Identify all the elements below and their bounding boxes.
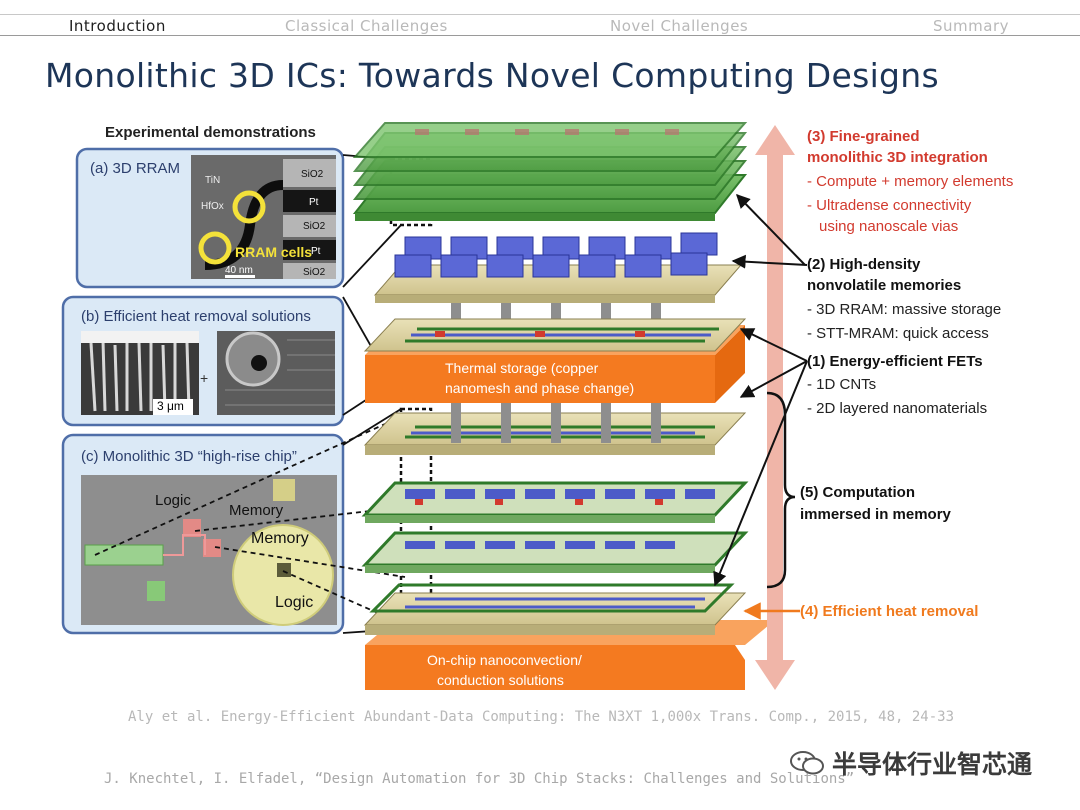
citation-knechtel: J. Knechtel, I. Elfadel, “Design Automat… xyxy=(104,771,855,787)
nav-item-introduction[interactable]: Introduction xyxy=(69,17,166,35)
panel-c-logic-2: Logic xyxy=(275,594,313,611)
nav-top-rule xyxy=(0,14,1080,15)
ann-1-title: (1) Energy-efficient FETs xyxy=(807,353,983,370)
annotations: (3) Fine-grained monolithic 3D integrati… xyxy=(800,128,1013,620)
nav-item-classical-challenges[interactable]: Classical Challenges xyxy=(285,17,448,35)
ann-2-title-2: nonvolatile memories xyxy=(807,277,961,294)
panel-a-3d-rram: (a) 3D RRAM TiN HfOx SiO2 Pt SiO2 Pt SiO… xyxy=(75,147,345,289)
vertical-double-arrow xyxy=(755,125,795,690)
citation-aly: Aly et al. Energy-Efficient Abundant-Dat… xyxy=(128,709,955,725)
nav-bottom-rule xyxy=(0,35,1080,36)
ann-2-item-1: - 3D RRAM: massive storage xyxy=(807,301,1001,318)
watermark-text: 半导体行业智芯通 xyxy=(832,750,1033,779)
panel-c-logic-1: Logic xyxy=(155,492,191,509)
label-pt-1: Pt xyxy=(309,197,319,208)
annotation-arrows xyxy=(713,193,808,587)
label-sio2-3: SiO2 xyxy=(303,267,326,278)
thermal-storage-line-1: Thermal storage (copper xyxy=(445,360,599,376)
rram-cell-ring-2 xyxy=(198,231,232,265)
ann-2-title-1: (2) High-density xyxy=(807,256,921,273)
ann-2-item-2: - STT-MRAM: quick access xyxy=(807,325,989,342)
ann-5-title-1: (5) Computation xyxy=(800,484,915,501)
thermal-storage-line-2: nanomesh and phase change) xyxy=(445,380,634,396)
ann-5-title-2: immersed in memory xyxy=(800,506,952,523)
label-tin: TiN xyxy=(205,175,220,186)
n3xt-figure: Experimental demonstrations (a) 3D RRAM … xyxy=(61,122,1013,690)
ann-1-item-1: - 1D CNTs xyxy=(807,376,876,393)
panel-b-title: (b) Efficient heat removal solutions xyxy=(81,308,311,325)
ann-3-item-1: - Compute + memory elements xyxy=(807,173,1013,190)
ann-3-item-3: using nanoscale vias xyxy=(819,218,958,235)
bottom-slab-line-1: On-chip nanoconvection/ xyxy=(427,652,582,668)
label-sio2-1: SiO2 xyxy=(301,169,324,180)
chip-stack: On-chip nanoconvection/ conduction solut… xyxy=(352,122,775,690)
label-pt-2: Pt xyxy=(311,246,321,257)
ann-3-item-2: - Ultradense connectivity xyxy=(807,197,972,214)
slide-title: Monolithic 3D ICs: Towards Novel Computi… xyxy=(45,56,939,95)
label-hfox: HfOx xyxy=(201,201,224,212)
ann-4-title: (4) Efficient heat removal xyxy=(800,603,978,620)
ann-3-title-2: monolithic 3D integration xyxy=(807,149,988,166)
watermark: 半导体行业智芯通 xyxy=(790,745,1032,781)
rram-scale-label: 40 nm xyxy=(225,265,253,276)
heat-scale-label: 3 μm xyxy=(157,399,184,413)
ann-3-title-1: (3) Fine-grained xyxy=(807,128,920,145)
panel-c-high-rise-chip: (c) Monolithic 3D “high-rise chip” Logic… xyxy=(61,433,345,635)
panel-b-heat-removal: (b) Efficient heat removal solutions 3 μ… xyxy=(61,295,345,427)
ann-1-item-2: - 2D layered nanomaterials xyxy=(807,400,987,417)
top-navigation: Introduction Classical Challenges Novel … xyxy=(0,0,1080,36)
computation-brace xyxy=(766,391,796,589)
nav-item-summary[interactable]: Summary xyxy=(933,17,1009,35)
left-heading: Experimental demonstrations xyxy=(105,124,316,141)
label-sio2-2: SiO2 xyxy=(303,221,326,232)
wechat-icon xyxy=(790,751,824,775)
panel-a-title: (a) 3D RRAM xyxy=(90,160,180,177)
panel-c-title: (c) Monolithic 3D “high-rise chip” xyxy=(81,448,297,465)
rram-cell-ring-1 xyxy=(232,190,266,224)
bottom-slab-line-2: conduction solutions xyxy=(437,672,564,688)
panel-c-memory-1: Memory xyxy=(229,502,284,519)
nav-item-novel-challenges[interactable]: Novel Challenges xyxy=(610,17,749,35)
plus-sign: + xyxy=(200,370,208,386)
panel-c-memory-2: Memory xyxy=(251,530,309,547)
rram-cells-label: RRAM cells xyxy=(235,244,312,260)
